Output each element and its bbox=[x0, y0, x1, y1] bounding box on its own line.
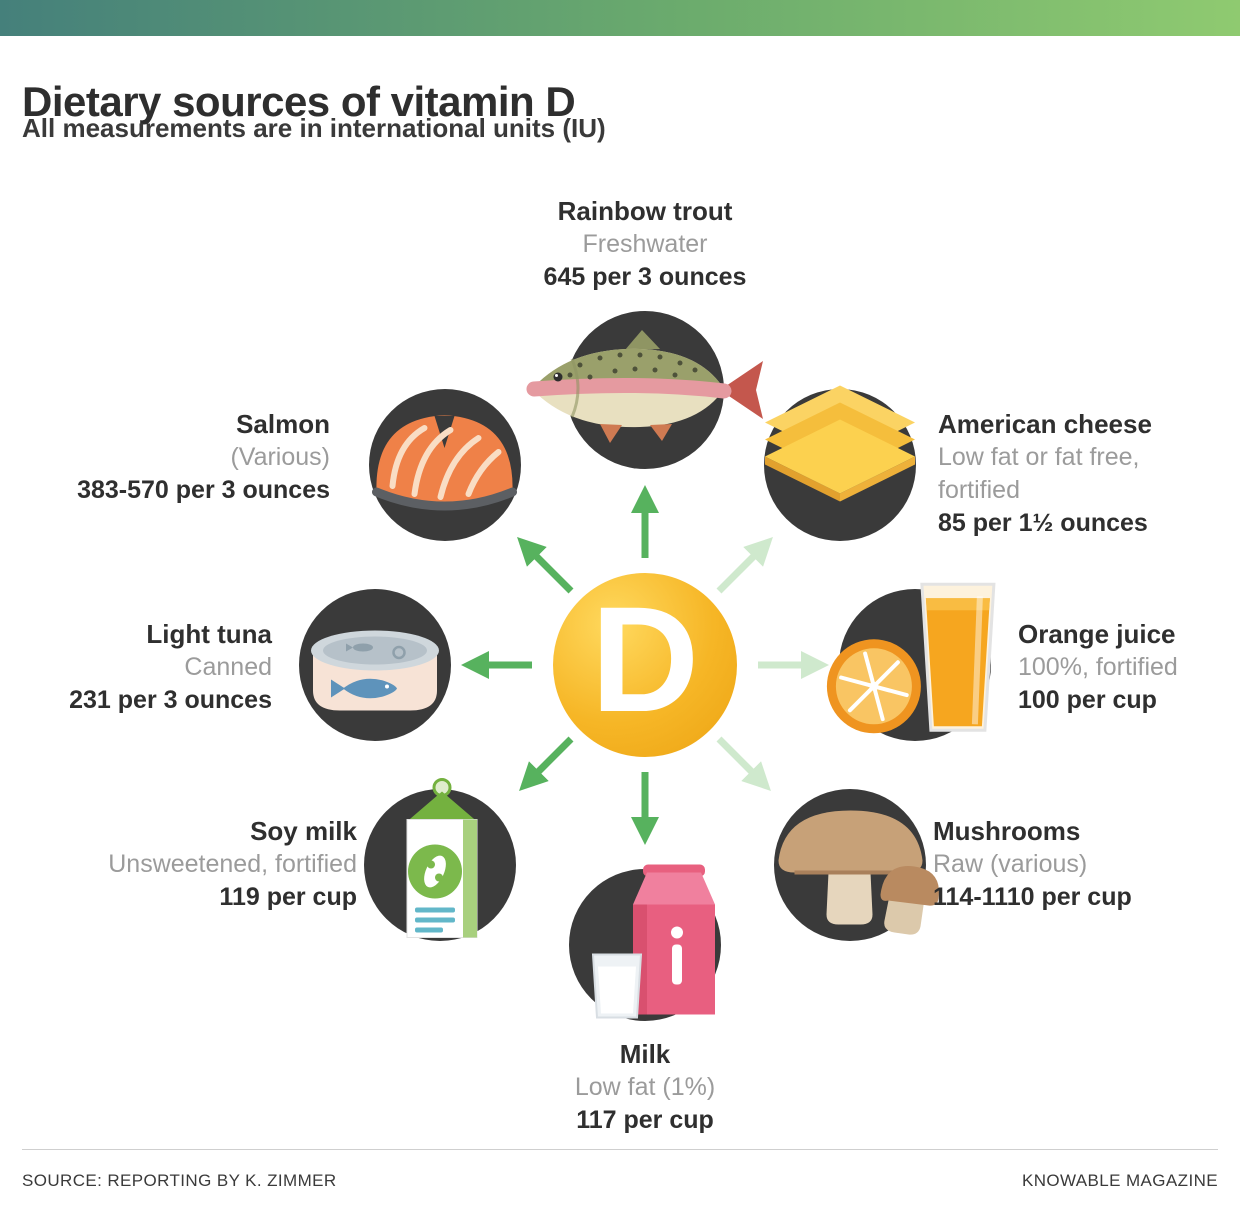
mushrooms-icon bbox=[778, 810, 939, 935]
footer-brand: KNOWABLE MAGAZINE bbox=[1021, 1171, 1218, 1190]
item-name: Orange juice bbox=[1018, 619, 1176, 649]
item-amount: 100 per cup bbox=[1018, 686, 1157, 714]
item-name: Milk bbox=[619, 1039, 671, 1069]
orange-juice-icon bbox=[826, 582, 996, 734]
milk-label: Milk Low fat (1%) 117 per cup bbox=[495, 1038, 795, 1137]
milk-circle bbox=[569, 864, 721, 1021]
item-detail: Low fat or fat free, fortified bbox=[938, 443, 1140, 504]
light-tuna-icon bbox=[311, 630, 439, 711]
mushrooms-label: Mushrooms Raw (various) 114-1110 per cup bbox=[933, 815, 1233, 914]
rainbow-trout-circle bbox=[526, 311, 763, 469]
item-name: Salmon bbox=[236, 409, 330, 439]
item-amount: 85 per 1½ ounces bbox=[938, 509, 1148, 537]
item-detail: Freshwater bbox=[582, 230, 708, 258]
soy-milk-label: Soy milk Unsweetened, fortified 119 per … bbox=[40, 815, 357, 914]
milk-icon bbox=[591, 864, 715, 1019]
rainbow-trout-icon bbox=[526, 330, 763, 443]
vitamin-d-letter: D bbox=[590, 575, 700, 743]
item-name: American cheese bbox=[938, 409, 1152, 439]
arrow-to-mushrooms bbox=[716, 736, 771, 791]
footer-divider bbox=[22, 1149, 1218, 1150]
mushrooms-circle bbox=[774, 789, 939, 941]
vitamin-d-center: D bbox=[553, 573, 737, 757]
top-accent-bar bbox=[0, 0, 1240, 36]
american-cheese-icon bbox=[765, 385, 915, 502]
item-name: Soy milk bbox=[250, 816, 357, 846]
item-amount: 231 per 3 ounces bbox=[69, 686, 272, 714]
item-amount: 114-1110 per cup bbox=[933, 883, 1132, 911]
light-tuna-label: Light tuna Canned 231 per 3 ounces bbox=[0, 618, 272, 717]
item-amount: 383-570 per 3 ounces bbox=[77, 476, 330, 504]
rainbow-trout-label: Rainbow trout Freshwater 645 per 3 ounce… bbox=[395, 195, 895, 294]
soy-milk-circle bbox=[364, 778, 516, 941]
item-amount: 119 per cup bbox=[219, 883, 357, 911]
light-tuna-circle bbox=[299, 589, 451, 741]
item-name: Rainbow trout bbox=[557, 196, 733, 226]
item-amount: 645 per 3 ounces bbox=[543, 263, 747, 291]
soy-milk-icon bbox=[406, 778, 478, 938]
american-cheese-label: American cheese Low fat or fat free, for… bbox=[938, 408, 1206, 540]
item-detail: (Various) bbox=[230, 443, 330, 471]
arrow-to-soy bbox=[519, 736, 574, 791]
orange-juice-circle bbox=[826, 582, 996, 741]
item-detail: Canned bbox=[184, 653, 272, 681]
salmon-label: Salmon (Various) 383-570 per 3 ounces bbox=[30, 408, 330, 507]
salmon-circle bbox=[369, 389, 521, 541]
orange-juice-label: Orange juice 100%, fortified 100 per cup bbox=[1018, 618, 1238, 717]
item-amount: 117 per cup bbox=[576, 1106, 714, 1134]
salmon-icon bbox=[372, 415, 517, 511]
item-detail: Raw (various) bbox=[933, 850, 1088, 878]
item-detail: Low fat (1%) bbox=[574, 1073, 716, 1101]
american-cheese-circle bbox=[764, 385, 916, 541]
item-detail: Unsweetened, fortified bbox=[108, 850, 357, 878]
footer-source: SOURCE: REPORTING BY K. ZIMMER bbox=[22, 1171, 337, 1190]
item-detail: 100%, fortified bbox=[1018, 653, 1178, 681]
item-name: Mushrooms bbox=[933, 816, 1081, 846]
item-name: Light tuna bbox=[146, 619, 272, 649]
arrow-to-cheese bbox=[716, 537, 773, 594]
page-title: Dietary sources of vitamin D bbox=[22, 78, 576, 126]
page-subtitle: All measurements are in international un… bbox=[22, 113, 606, 143]
arrow-to-salmon bbox=[517, 537, 574, 594]
